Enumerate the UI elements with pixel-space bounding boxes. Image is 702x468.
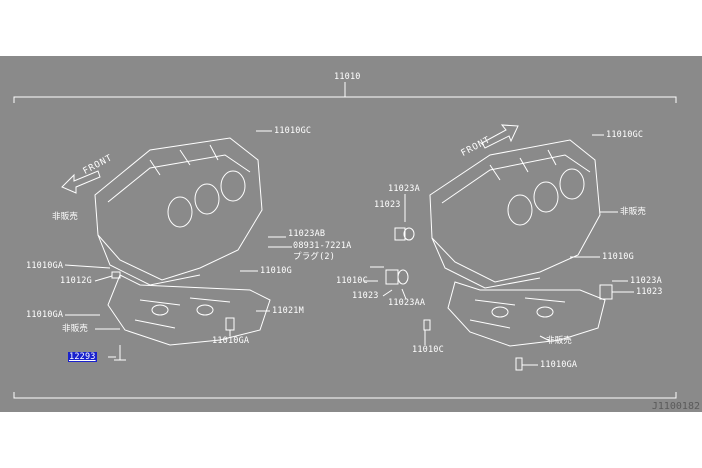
left-label-11012g[interactable]: 11012G [60,276,92,286]
left-label-11021m[interactable]: 11021M [272,306,304,316]
right-label-11010g[interactable]: 11010G [602,252,634,262]
left-label-11010ga-2[interactable]: 11010GA [26,310,64,320]
front-label-right: FRONT [459,135,493,159]
right-label-11010gc[interactable]: 11010GC [606,130,644,140]
label-top-assembly[interactable]: 11010 [334,72,361,82]
front-arrow-left [61,170,101,194]
left-label-11010g[interactable]: 11010G [260,266,292,276]
right-label-11023aa[interactable]: 11023AA [388,298,426,308]
diagram-lines [13,82,677,399]
left-label-11023ab[interactable]: 11023AB [288,229,326,239]
right-label-11010ga[interactable]: 11010GA [540,360,578,370]
right-label-11023a-1[interactable]: 11023A [388,184,420,194]
left-label-not-for-sale-2: 非販売 [62,324,89,334]
diagram-footer-code: J1100182 [651,401,700,412]
front-label-left: FRONT [81,153,115,177]
right-label-11023-1[interactable]: 11023 [374,200,401,210]
right-label-11023a-2[interactable]: 11023A [630,276,662,286]
parts-diagram [0,56,702,412]
left-label-11010ga-1[interactable]: 11010GA [26,261,64,271]
front-arrow-right [481,124,519,149]
right-label-11010c-1[interactable]: 11010C [336,276,368,286]
left-label-not-for-sale-1: 非販売 [52,212,79,222]
right-label-11010c-2[interactable]: 11010C [412,345,444,355]
left-label-08931-7221a[interactable]: 08931-7221A [293,241,352,251]
right-label-not-for-sale-1: 非販売 [620,207,647,217]
left-label-11010gc[interactable]: 11010GC [274,126,312,136]
left-engine-block [94,137,271,361]
left-label-plug: プラグ(2) [293,252,336,262]
right-label-11023-3[interactable]: 11023 [636,287,663,297]
left-label-11010ga-3[interactable]: 11010GA [212,336,250,346]
right-engine-block [385,139,613,371]
right-label-11023-2[interactable]: 11023 [352,291,379,301]
right-label-not-for-sale-2: 非販売 [546,336,573,346]
left-label-12293-highlighted[interactable]: 12293 [68,352,97,362]
